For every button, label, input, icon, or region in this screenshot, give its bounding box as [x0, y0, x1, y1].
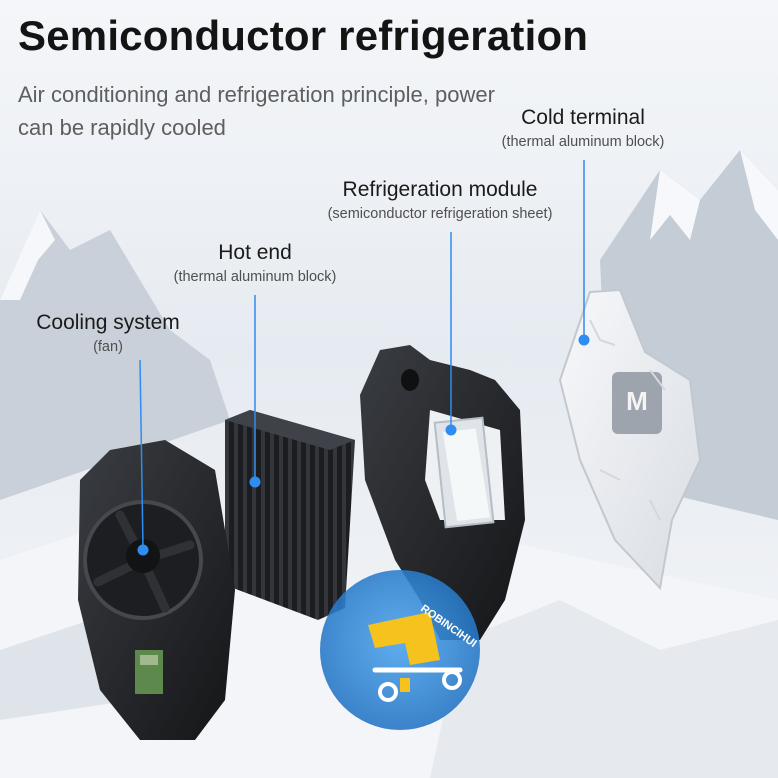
svg-text:M: M: [626, 386, 648, 416]
cold-terminal-dot: [578, 334, 590, 346]
cold-terminal-plate: M: [558, 288, 702, 591]
refrigeration-module-bracket: [360, 345, 525, 640]
refrigeration-module-dot: [445, 424, 457, 436]
watermark-logo: ROBINCIHUI: [320, 570, 480, 730]
hot-end-heatsink: [225, 410, 355, 620]
cooling-system-detail: (fan): [93, 339, 123, 355]
cold-terminal-title: Cold terminal: [521, 106, 645, 129]
cold-terminal-label: Cold terminal (thermal aluminum block): [478, 106, 688, 150]
hot-end-title: Hot end: [218, 241, 292, 264]
page-title: Semiconductor refrigeration: [18, 12, 589, 59]
cooling-system-title: Cooling system: [36, 311, 180, 334]
refrigeration-module-detail: (semiconductor refrigeration sheet): [327, 206, 553, 222]
cooling-system-label: Cooling system (fan): [18, 311, 198, 355]
hot-end-label: Hot end (thermal aluminum block): [150, 241, 360, 285]
hot-end-dot: [249, 476, 261, 488]
hot-end-detail: (thermal aluminum block): [173, 269, 337, 285]
cold-terminal-detail: (thermal aluminum block): [501, 134, 665, 150]
refrigeration-module-title: Refrigeration module: [342, 178, 538, 201]
refrigeration-module-label: Refrigeration module (semiconductor refr…: [300, 178, 580, 222]
page-subtitle: Air conditioning and refrigeration princ…: [18, 82, 495, 140]
cooling-fan-housing: [78, 440, 235, 740]
callout-lines: [139, 160, 585, 549]
cooling-system-dot: [137, 544, 149, 556]
